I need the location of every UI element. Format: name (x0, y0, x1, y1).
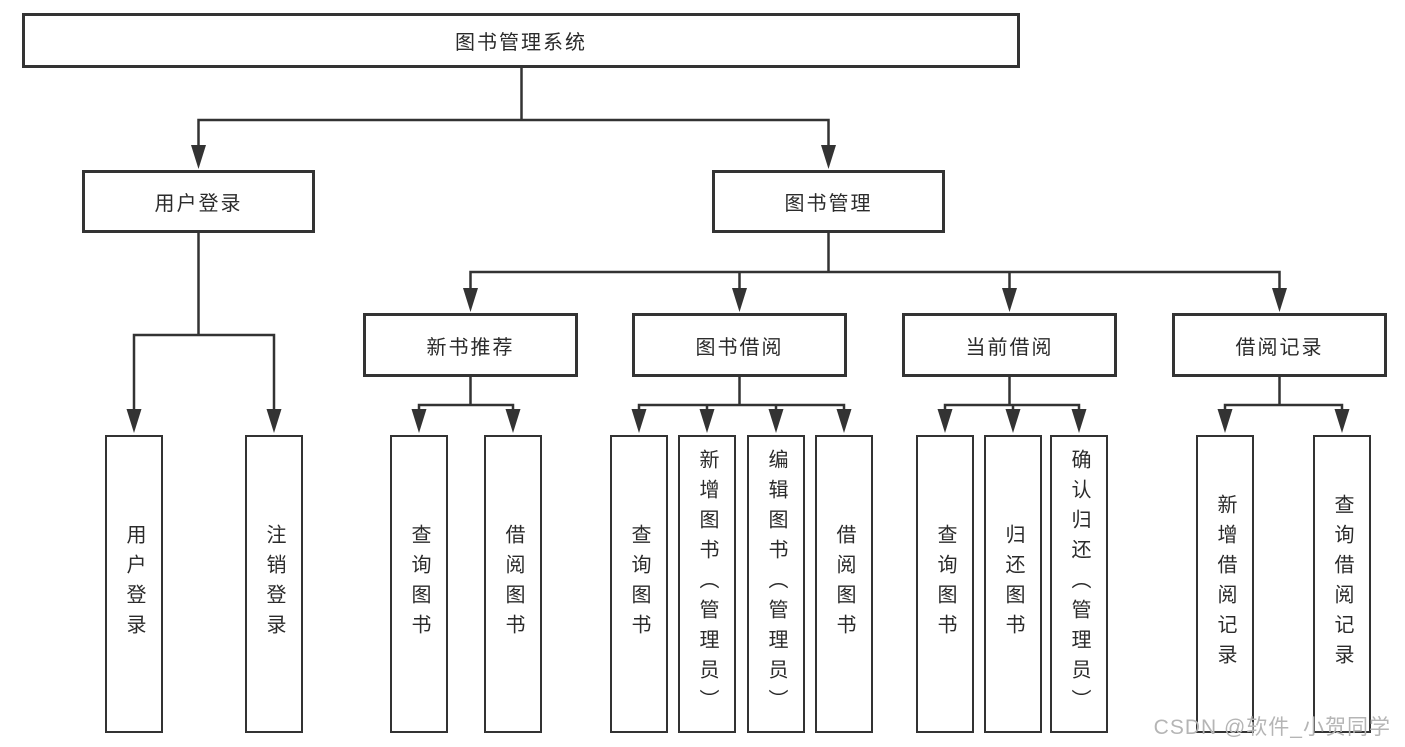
arrowhead (411, 409, 427, 433)
node-new-book-recommend-label: 新书推荐 (426, 336, 515, 359)
arrowhead (768, 409, 784, 433)
arrowhead (505, 409, 521, 433)
leaf-borrow-books: 借阅图书 (815, 435, 873, 733)
leaf-logout-label: 注销登录 (263, 524, 285, 644)
node-book-borrow: 图书借阅 (632, 313, 847, 377)
arrowhead (463, 288, 478, 312)
arrowhead (1005, 409, 1021, 433)
leaf-edit-books-admin-label: 编辑图书（管理员） (765, 449, 787, 719)
leaf-borrow-books-label: 借阅图书 (833, 524, 855, 644)
arrowhead (126, 409, 142, 433)
leaf-confirm-return-admin: 确认归还（管理员） (1050, 435, 1108, 733)
node-user-login: 用户登录 (82, 170, 315, 233)
arrowhead (1217, 409, 1233, 433)
node-current-borrow-label: 当前借阅 (965, 336, 1054, 359)
node-root: 图书管理系统 (22, 13, 1020, 68)
leaf-current-query-books: 查询图书 (916, 435, 974, 733)
leaf-logout: 注销登录 (245, 435, 303, 733)
arrowhead (1071, 409, 1087, 433)
node-book-management: 图书管理 (712, 170, 945, 233)
arrowhead (1272, 288, 1287, 312)
leaf-add-books-admin: 新增图书（管理员） (678, 435, 736, 733)
leaf-return-books-label: 归还图书 (1002, 524, 1024, 644)
arrowhead (821, 145, 836, 169)
arrowhead (631, 409, 647, 433)
arrowhead (1002, 288, 1017, 312)
node-book-borrow-label: 图书借阅 (695, 336, 784, 359)
leaf-user-login: 用户登录 (105, 435, 163, 733)
arrowhead (937, 409, 953, 433)
leaf-confirm-return-admin-label: 确认归还（管理员） (1068, 449, 1090, 719)
leaf-query-borrow-record: 查询借阅记录 (1313, 435, 1371, 733)
node-new-book-recommend: 新书推荐 (363, 313, 578, 377)
leaf-borrow-query-books: 查询图书 (610, 435, 668, 733)
watermark: CSDN @软件_小贺同学 (1153, 716, 1391, 739)
leaf-add-books-admin-label: 新增图书（管理员） (696, 449, 718, 719)
leaf-current-query-books-label: 查询图书 (934, 524, 956, 644)
leaf-recommend-borrow-books-label: 借阅图书 (502, 524, 524, 644)
node-user-login-label: 用户登录 (154, 193, 243, 215)
arrowhead (699, 409, 715, 433)
arrowhead (266, 409, 282, 433)
leaf-query-borrow-record-label: 查询借阅记录 (1331, 494, 1353, 674)
leaf-add-borrow-record-label: 新增借阅记录 (1214, 494, 1236, 674)
node-root-label: 图书管理系统 (455, 32, 587, 54)
leaf-return-books: 归还图书 (984, 435, 1042, 733)
leaf-user-login-label: 用户登录 (123, 524, 145, 644)
leaf-recommend-borrow-books: 借阅图书 (484, 435, 542, 733)
leaf-edit-books-admin: 编辑图书（管理员） (747, 435, 805, 733)
arrowhead (1334, 409, 1350, 433)
leaf-recommend-query-books-label: 查询图书 (408, 524, 430, 644)
arrowhead (191, 145, 206, 169)
arrowhead (836, 409, 852, 433)
node-borrow-records: 借阅记录 (1172, 313, 1387, 377)
node-book-management-label: 图书管理 (784, 193, 873, 215)
leaf-add-borrow-record: 新增借阅记录 (1196, 435, 1254, 733)
node-current-borrow: 当前借阅 (902, 313, 1117, 377)
leaf-borrow-query-books-label: 查询图书 (628, 524, 650, 644)
node-borrow-records-label: 借阅记录 (1235, 336, 1324, 359)
arrowhead (732, 288, 747, 312)
leaf-recommend-query-books: 查询图书 (390, 435, 448, 733)
